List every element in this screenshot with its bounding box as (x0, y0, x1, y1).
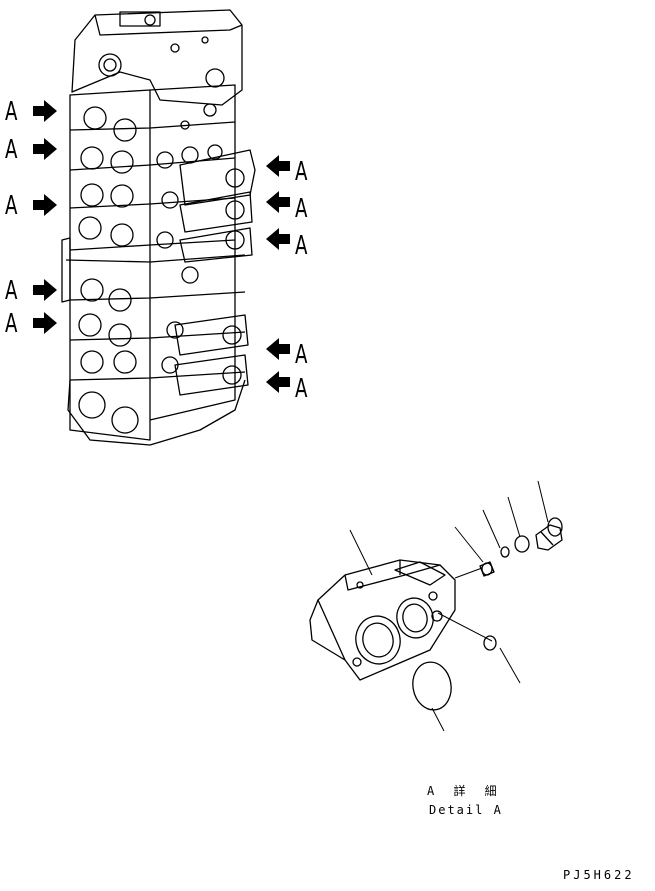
detail-title: A 詳 細 (427, 784, 503, 798)
arrow-left-icon (266, 338, 290, 360)
callout-label-a: A (5, 309, 18, 339)
detail-a-view (309, 480, 563, 732)
callout-label-a: A (295, 374, 308, 404)
callout-label-a: A (295, 231, 308, 261)
control-valve-assembly (61, 9, 256, 446)
arrow-right-icon (33, 100, 57, 122)
arrow-right-icon (33, 279, 57, 301)
callout-label-a: A (5, 97, 18, 127)
arrow-left-icon (266, 228, 290, 250)
callout-label-a: A (5, 135, 18, 165)
callout-label-a: A (5, 191, 18, 221)
drawing-code: PJ5H622 (563, 868, 635, 882)
callout-label-a: A (5, 276, 18, 306)
callout-label-a: A (295, 157, 308, 187)
arrow-right-icon (33, 138, 57, 160)
arrow-right-icon (33, 194, 57, 216)
callout-arrows (33, 100, 290, 393)
arrow-left-icon (266, 155, 290, 177)
arrow-left-icon (266, 371, 290, 393)
detail-subtitle: Detail A (429, 803, 503, 817)
arrow-left-icon (266, 191, 290, 213)
callout-label-a: A (295, 340, 308, 370)
arrow-right-icon (33, 312, 57, 334)
callout-label-a: A (295, 194, 308, 224)
